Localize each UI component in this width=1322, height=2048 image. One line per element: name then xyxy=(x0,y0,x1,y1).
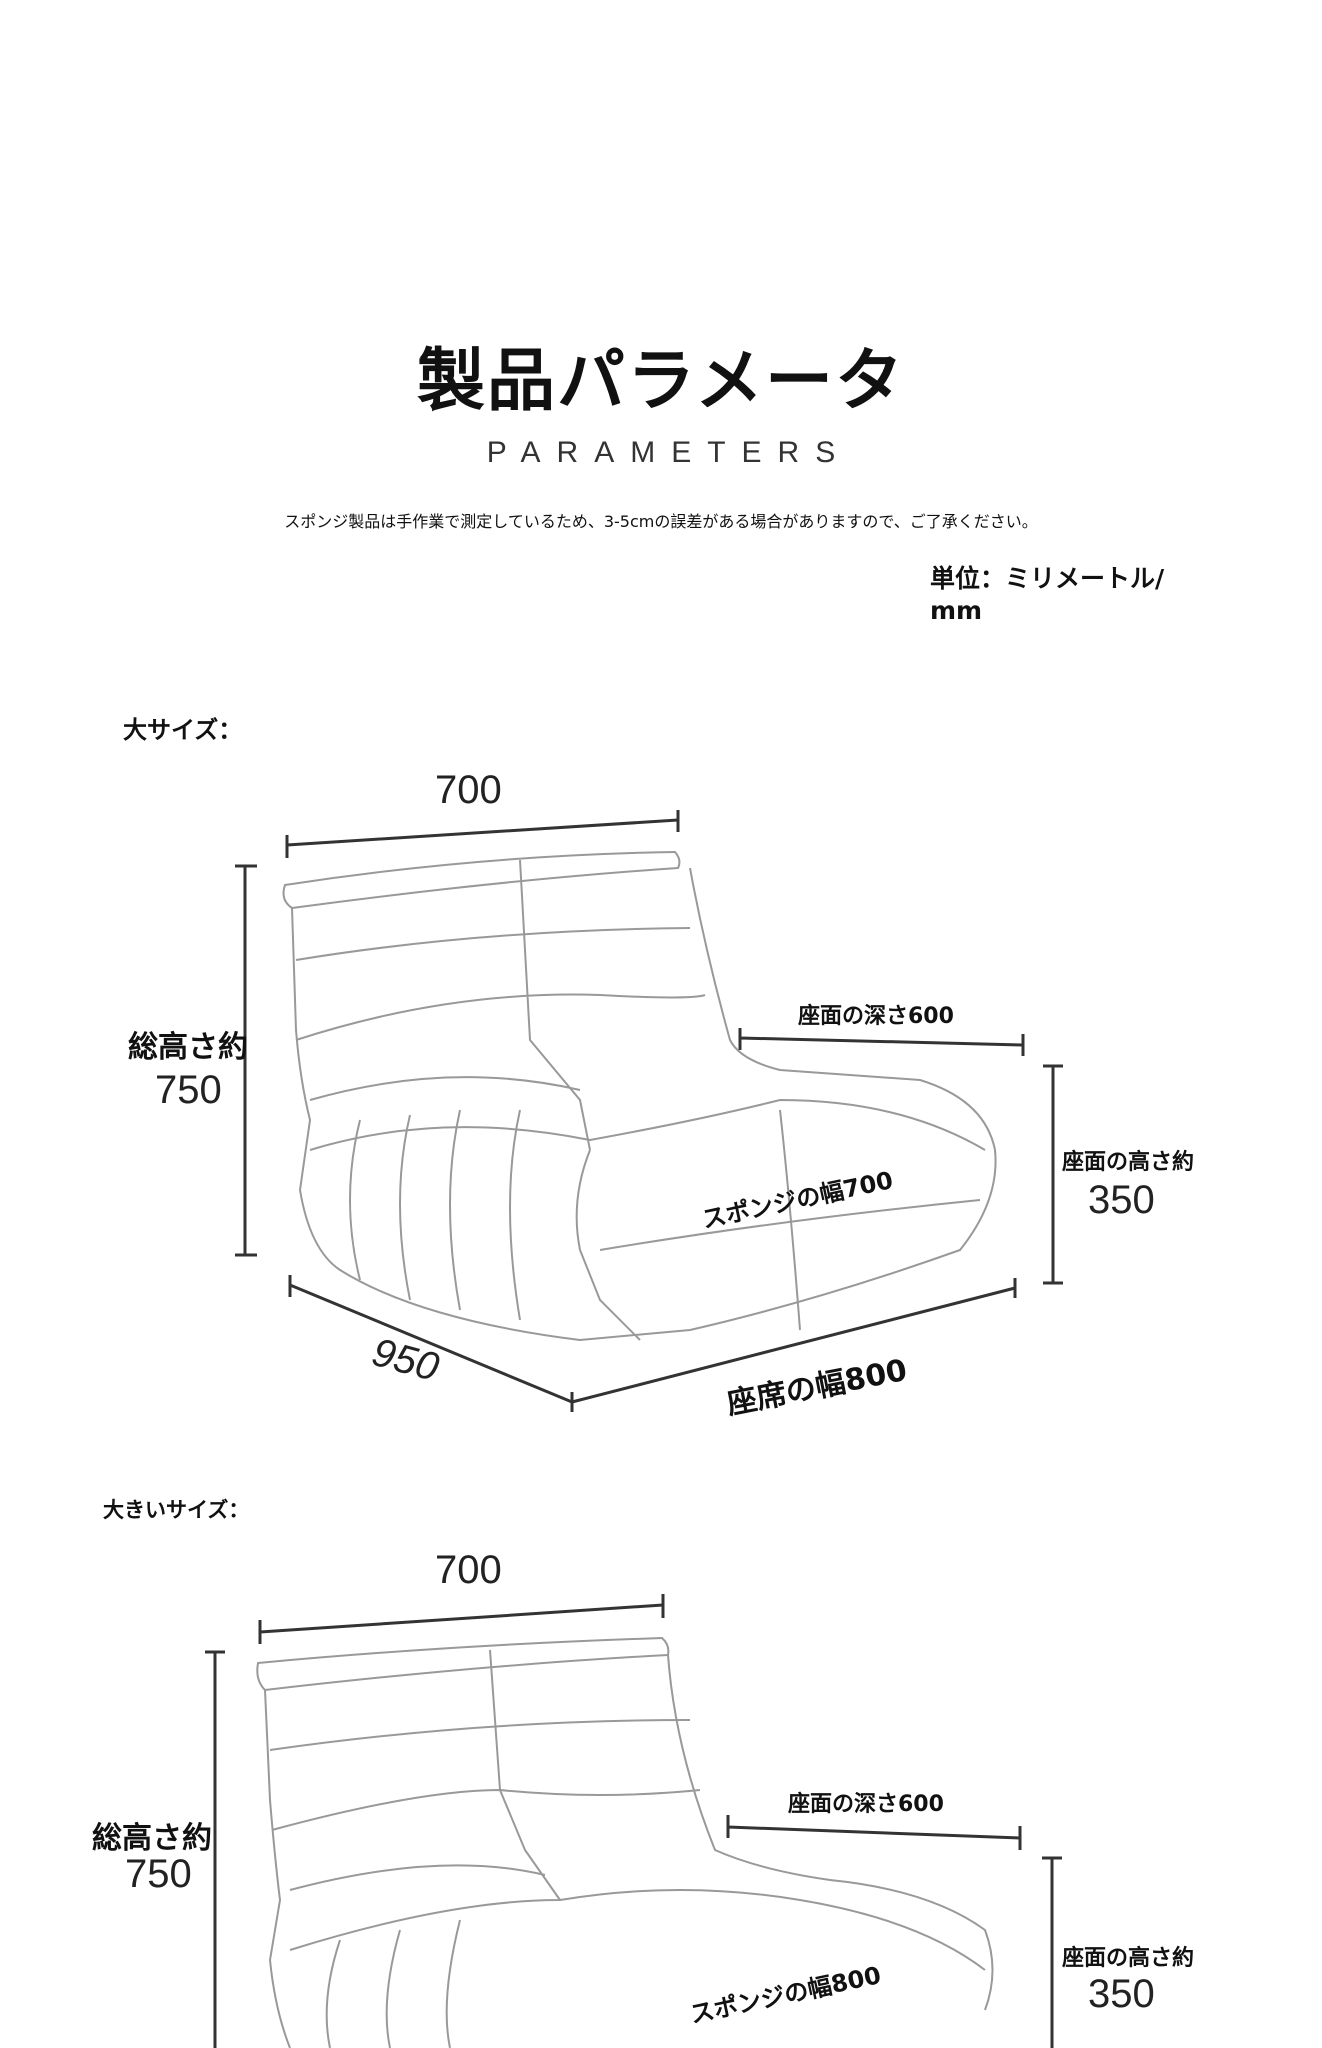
total-height-label: 総高さ約 xyxy=(128,1030,248,1065)
seat-height-value: 350 xyxy=(1088,1178,1155,1222)
seat-height-label: 座面の高さ約 xyxy=(1062,1150,1195,1175)
section-heading-big: 大きいサイズ： xyxy=(103,1498,250,1522)
total-height-value: 750 xyxy=(155,1068,222,1112)
dimension-lines-big xyxy=(205,1594,1062,2048)
seat-height-value: 350 xyxy=(1088,1972,1155,2016)
unit-label: 単位：ミリメートル/ mm xyxy=(930,563,1164,627)
dimension-lines-large xyxy=(235,810,1063,1412)
sofa-sketch-large xyxy=(282,850,997,1342)
measurement-note: スポンジ製品は手作業で測定しているため、3-5cmの誤差がある場合がありますので… xyxy=(284,512,1038,531)
seat-depth-label: 座面の深さ600 xyxy=(788,1792,944,1817)
page-title: 製品パラメータ xyxy=(417,342,905,421)
width-value: 700 xyxy=(435,768,502,812)
seat-height-label: 座面の高さ約 xyxy=(1062,1946,1195,1971)
total-height-label: 総高さ約 xyxy=(92,1821,212,1856)
section-heading-large: 大サイズ： xyxy=(123,716,243,744)
unit-line-2: mm xyxy=(930,596,983,625)
total-height-value: 750 xyxy=(125,1852,192,1896)
width-value: 700 xyxy=(435,1548,502,1592)
page-subtitle: PARAMETERS xyxy=(486,436,852,469)
seat-depth-label: 座面の深さ600 xyxy=(798,1004,954,1029)
unit-line-1: 単位：ミリメートル/ xyxy=(930,564,1165,593)
sofa-sketch-big xyxy=(256,1636,994,2048)
